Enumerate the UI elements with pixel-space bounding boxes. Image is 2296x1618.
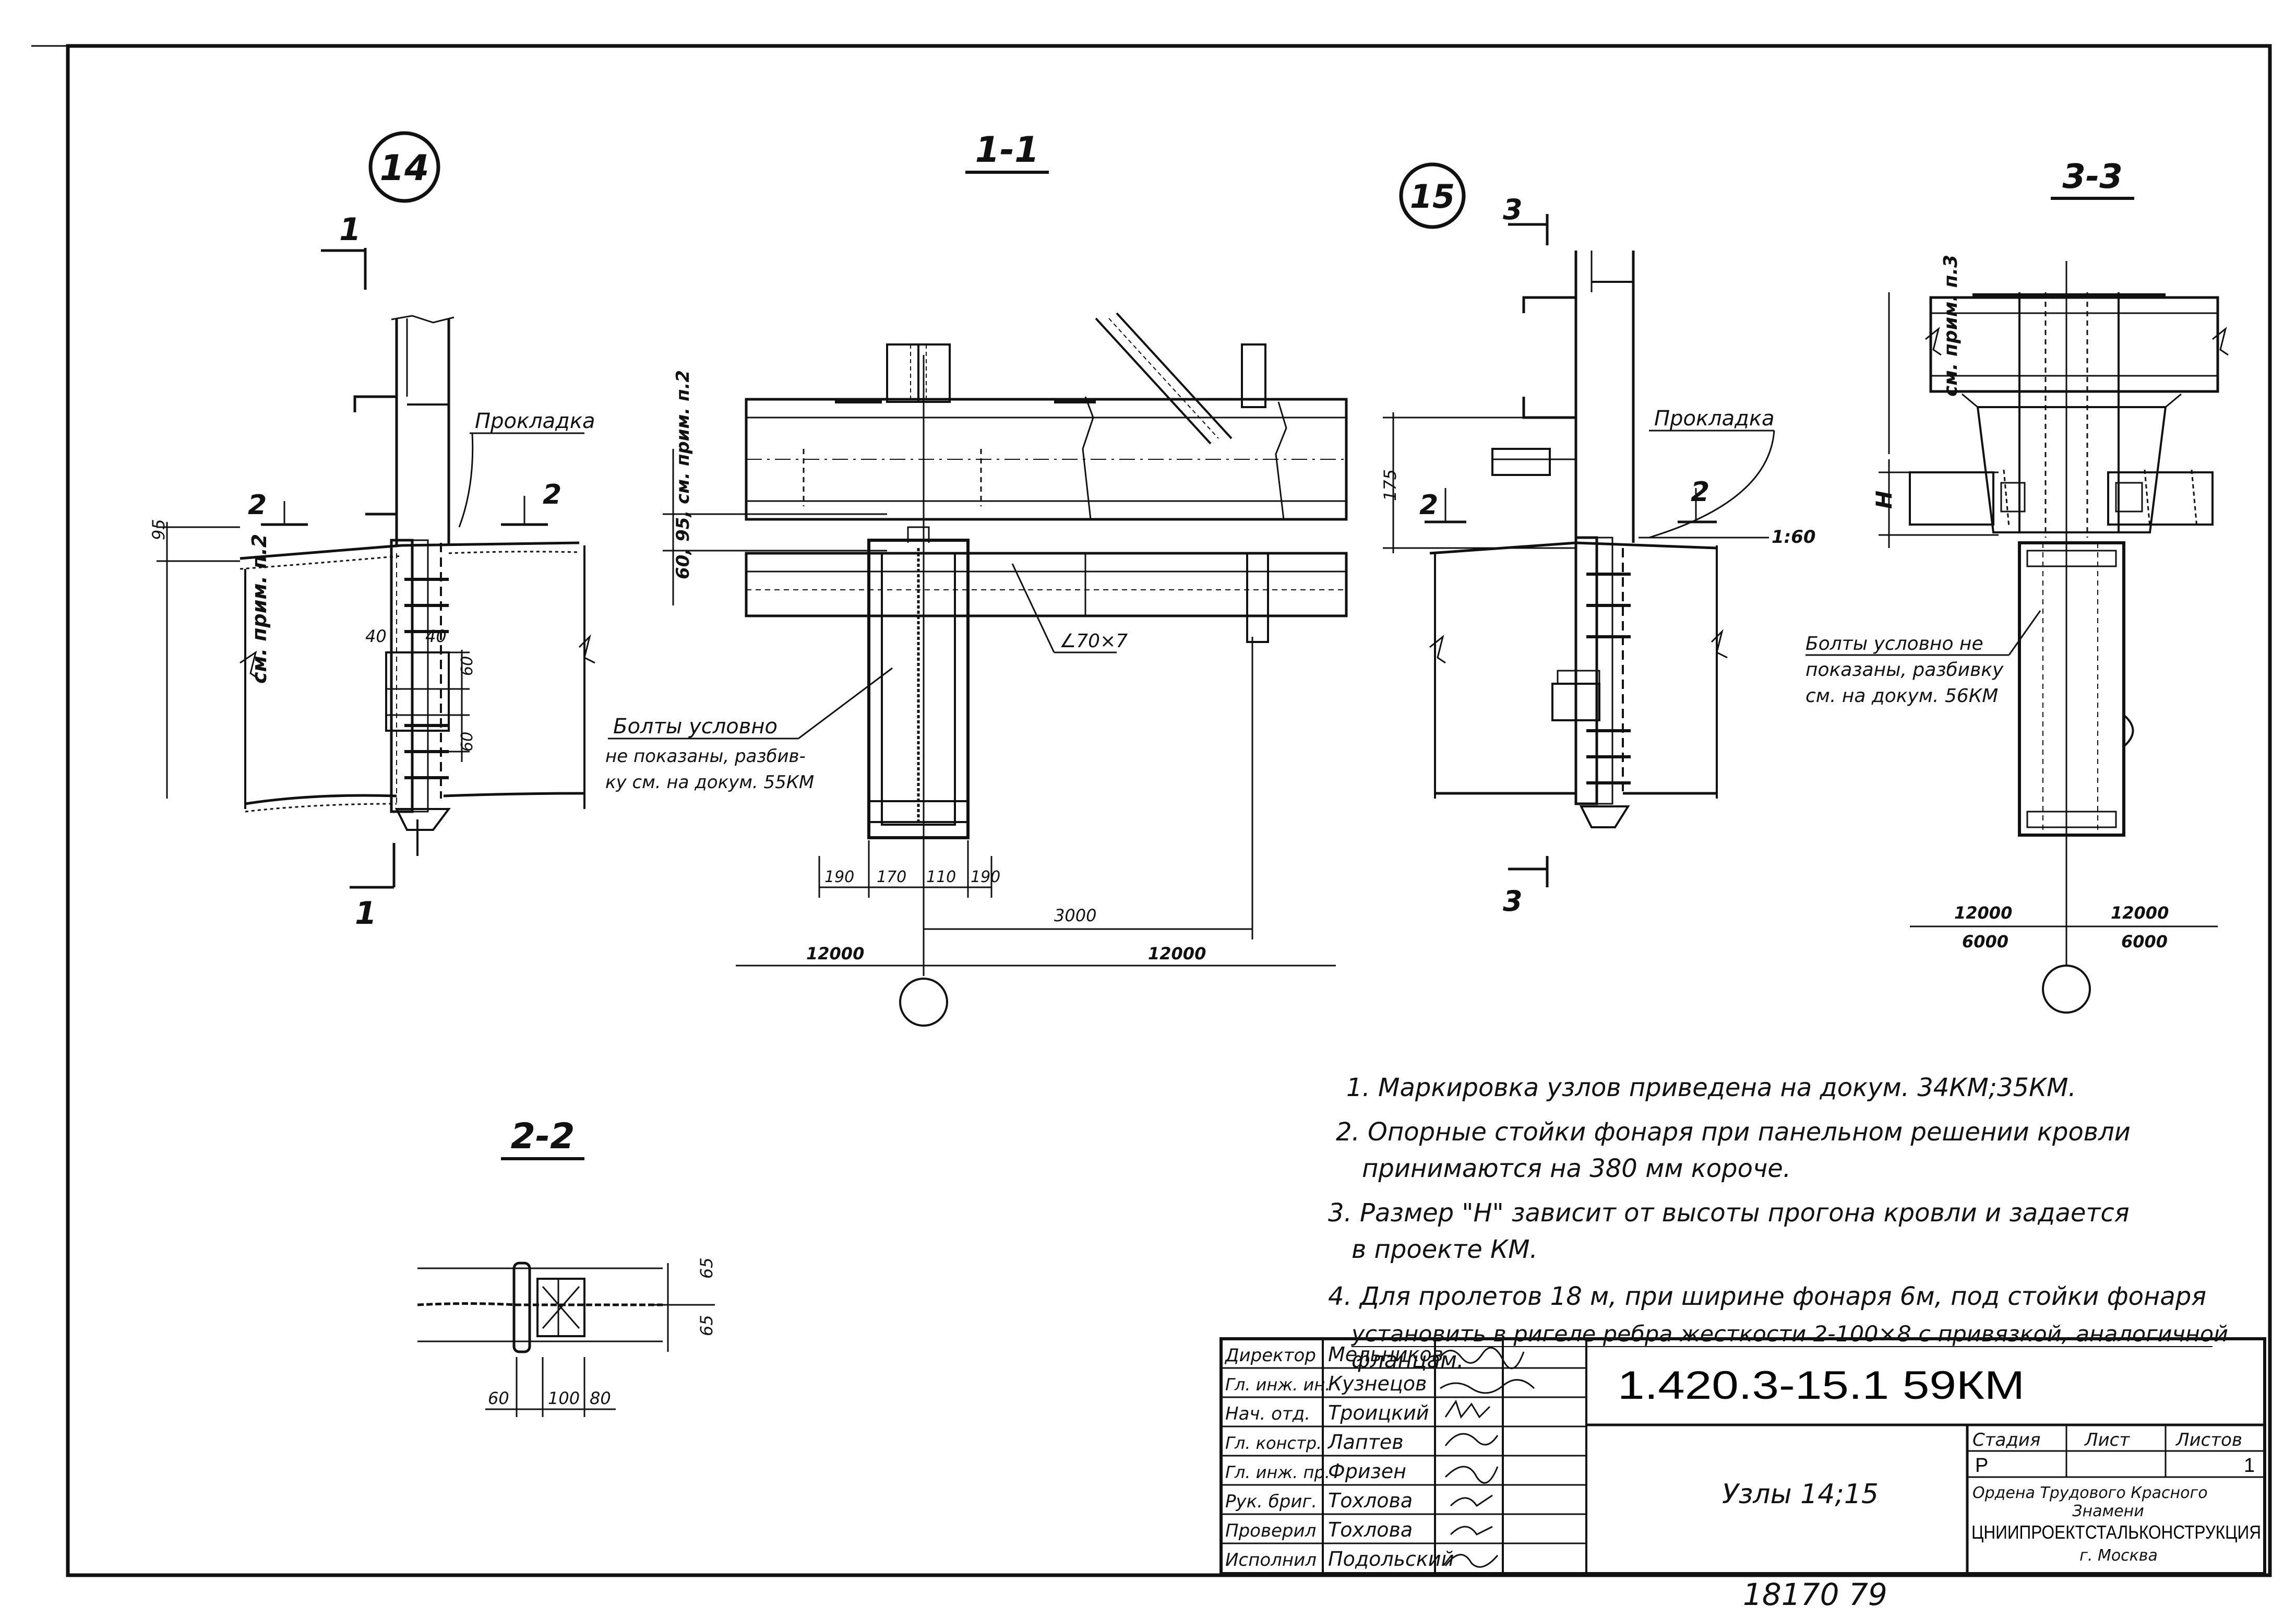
bolts-note-3-3-line2: показаны, разбивку (1805, 659, 2004, 681)
dim-190-b: 190 (971, 868, 1000, 886)
dim-40-a: 40 (365, 626, 387, 646)
tb-role-2: Гл. инж. ин. (1225, 1375, 1330, 1395)
tb-role-3: Нач. отд. (1225, 1403, 1310, 1424)
dim-80: 80 (590, 1388, 611, 1408)
node-14-label: 14 (380, 148, 429, 189)
gasket-label-15: Прокладка (1654, 407, 1775, 431)
note-4-line1: 4. Для пролетов 18 м, при ширине фонаря … (1328, 1282, 2206, 1311)
tb-role-6: Рук. бриг. (1225, 1491, 1317, 1512)
note-3-line1: 3. Размер "Н" зависит от высоты прогона … (1328, 1198, 2130, 1228)
view-node-14: 14 1 Прокладка 2 2 95 см. прим. п.2 (149, 133, 595, 932)
sheet-header: Лист (2084, 1430, 2130, 1450)
section-mark-1-top: 1 (339, 211, 361, 248)
section-mark-2-right: 2 (543, 479, 561, 510)
section-mark-3-bottom: 3 (1503, 885, 1523, 918)
section-1-1-title: 1-1 (975, 129, 1039, 171)
general-notes: 1. Маркировка узлов приведена на докум. … (1328, 1073, 2228, 1373)
view-section-3-3: 3-3 см. прим. п.3 H (1805, 158, 2228, 1013)
view-section-1-1: 1-1 60, 95, см. прим. п.2 (605, 129, 1346, 1026)
bolts-note-1-1-line1: Болты условно (613, 715, 778, 739)
org-line1: Ордена Трудового Красного (1972, 1484, 2208, 1502)
title-block: Директор Гл. инж. ин. Нач. отд. Гл. конс… (1221, 1339, 2265, 1574)
section-2-2-title: 2-2 (511, 1116, 575, 1157)
tb-name-3: Троицкий (1328, 1401, 1429, 1424)
section-mark-2-node15-left: 2 (1419, 490, 1438, 521)
note-1: 1. Маркировка узлов приведена на докум. … (1346, 1073, 2076, 1102)
tb-name-8: Подольский (1328, 1548, 1454, 1571)
dim-40-b: 40 (425, 626, 447, 646)
axis-bubble-3-3 (2043, 966, 2090, 1013)
dim-h: H (1871, 491, 1897, 509)
section-mark-3-top: 3 (1503, 193, 1523, 226)
slope-label: 1:60 (1772, 527, 1816, 548)
archive-number: 18170 79 (1743, 1577, 1887, 1612)
bolts-note-3-3-line3: см. на докум. 56КМ (1805, 685, 1998, 707)
section-mark-2-left: 2 (248, 490, 267, 521)
note-2-line1: 2. Опорные стойки фонаря при панельном р… (1336, 1117, 2131, 1147)
dim-6000-3-3-left: 6000 (1962, 932, 2008, 951)
dim-175: 175 (1380, 469, 1400, 501)
node-14-marker (370, 133, 438, 201)
dim-12000-3-3-left: 12000 (1954, 903, 2012, 923)
gasket-label-14: Прокладка (475, 409, 595, 433)
note-4-line2: установить в ригеле ребра жесткости 2-10… (1350, 1321, 2228, 1347)
stage-header: Стадия (1972, 1430, 2040, 1450)
dim-60-95-see-note2: 60, 95, см. прим. п.2 (673, 370, 693, 579)
dim-65-b: 65 (697, 1315, 716, 1336)
org-line3: ЦНИИПРОЕКТСТАЛЬКОНСТРУКЦИЯ (1971, 1521, 2261, 1543)
tb-name-5: Фризен (1328, 1460, 1406, 1483)
tb-name-2: Кузнецов (1328, 1372, 1427, 1395)
dim-170: 170 (877, 868, 906, 886)
bolts-note-3-3-line1: Болты условно не (1805, 633, 1983, 655)
note-2-line2: принимаются на 380 мм короче. (1362, 1154, 1791, 1183)
section-mark-1-bottom: 1 (355, 895, 377, 932)
tb-role-7: Проверил (1225, 1520, 1316, 1541)
dim-100: 100 (548, 1388, 580, 1408)
doc-code: 1.420.3-15.1 59КМ (1618, 1363, 2025, 1408)
dim-12000-right: 12000 (1148, 944, 1206, 963)
tb-role-1: Директор (1224, 1345, 1316, 1366)
drawing-title: Узлы 14;15 (1722, 1479, 1879, 1510)
dim-65-a: 65 (697, 1257, 716, 1279)
bolts-note-1-1-line2: не показаны, разбив- (605, 746, 806, 767)
note-3-line2: в проекте КМ. (1352, 1235, 1538, 1264)
sheet-frame (68, 46, 2270, 1575)
dim-12000-3-3-right: 12000 (2111, 903, 2169, 923)
dim-190-a: 190 (824, 868, 854, 886)
view-node-15: 15 3 Прокладка 175 2 2 1:60 (1380, 164, 1816, 918)
tb-name-4: Лаптев (1327, 1431, 1404, 1454)
node-15-marker (1401, 164, 1464, 227)
tb-role-8: Исполнил (1225, 1550, 1317, 1571)
dim-110: 110 (926, 868, 956, 886)
tb-name-6: Тохлова (1328, 1489, 1413, 1512)
org-line2: Знамени (2072, 1502, 2144, 1520)
tb-name-1: Мельников (1328, 1343, 1443, 1366)
view-section-2-2: 2-2 65 65 60 100 80 (417, 1116, 716, 1417)
dim-6000-3-3-right: 6000 (2121, 932, 2168, 951)
section-3-3-title: 3-3 (2062, 158, 2123, 196)
tb-name-7: Тохлова (1328, 1518, 1413, 1541)
dim-60-a: 60 (458, 656, 476, 676)
dim-see-note3: см. прим. п.3 (1940, 255, 1962, 397)
dim-12000-left: 12000 (806, 944, 864, 963)
dim-60-section22: 60 (488, 1388, 509, 1408)
org-line4: г. Москва (2079, 1546, 2158, 1565)
dim-95: 95 (149, 519, 169, 540)
tb-role-5: Гл. инж. пр. (1225, 1462, 1330, 1482)
tb-role-4: Гл. констр. (1225, 1433, 1322, 1453)
section-mark-2-node15-right: 2 (1691, 477, 1709, 508)
dim-3000: 3000 (1054, 906, 1096, 925)
axis-bubble-1-1 (900, 979, 947, 1026)
bolts-note-1-1-line3: ку см. на докум. 55КМ (605, 772, 814, 793)
stage-value: Р (1975, 1455, 1988, 1477)
sheets-header: Листов (2175, 1430, 2242, 1450)
signatures (1440, 1348, 1534, 1567)
dim-60-b: 60 (458, 732, 476, 752)
angle-label: ∠70×7 (1059, 630, 1128, 652)
sheets-value: 1 (2244, 1455, 2255, 1477)
node-15-label: 15 (1410, 177, 1455, 216)
